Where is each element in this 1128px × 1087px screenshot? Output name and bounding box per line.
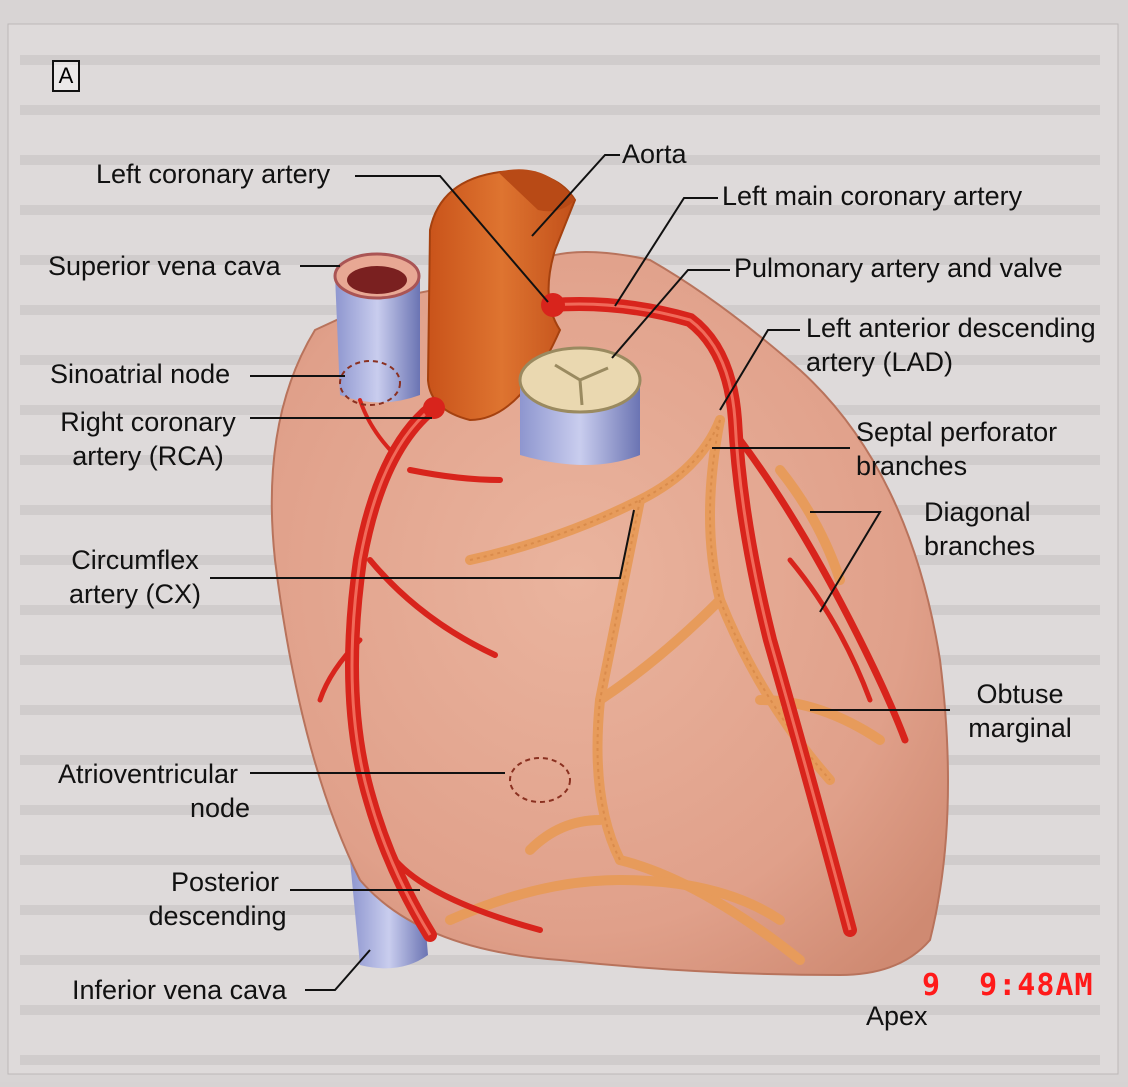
label-pulmonary-artery-and-valve: Pulmonary artery and valve: [734, 252, 1063, 284]
label-rca-line2: artery (RCA): [50, 440, 246, 472]
label-sinoatrial-node: Sinoatrial node: [50, 358, 230, 390]
label-pda-line2: descending: [135, 900, 300, 932]
label-apex: Apex: [866, 1000, 928, 1032]
panel-letter: A: [52, 60, 80, 92]
label-av-line1: Atrioventricular: [46, 758, 250, 790]
camera-timestamp: 9 9:48AM: [922, 968, 1094, 1003]
label-diagonal-line2: branches: [924, 530, 1035, 562]
label-pda-line1: Posterior: [150, 866, 300, 898]
svc-lumen: [347, 266, 407, 294]
label-lad-line2: artery (LAD): [806, 346, 953, 378]
label-left-main-coronary-artery: Left main coronary artery: [722, 180, 1022, 212]
label-rca-line1: Right coronary: [50, 406, 246, 438]
label-cx-line1: Circumflex: [60, 544, 210, 576]
label-obtuse-line1: Obtuse: [950, 678, 1090, 710]
label-left-coronary-artery: Left coronary artery: [96, 158, 330, 190]
label-inferior-vena-cava: Inferior vena cava: [72, 974, 287, 1006]
label-lad-line1: Left anterior descending: [806, 312, 1096, 344]
label-av-line2: node: [120, 792, 320, 824]
label-septal-line1: Septal perforator: [856, 416, 1057, 448]
label-superior-vena-cava: Superior vena cava: [48, 250, 281, 282]
label-obtuse-line2: marginal: [950, 712, 1090, 744]
label-cx-line2: artery (CX): [60, 578, 210, 610]
label-aorta: Aorta: [622, 138, 687, 170]
label-septal-line2: branches: [856, 450, 967, 482]
label-diagonal-line1: Diagonal: [924, 496, 1031, 528]
